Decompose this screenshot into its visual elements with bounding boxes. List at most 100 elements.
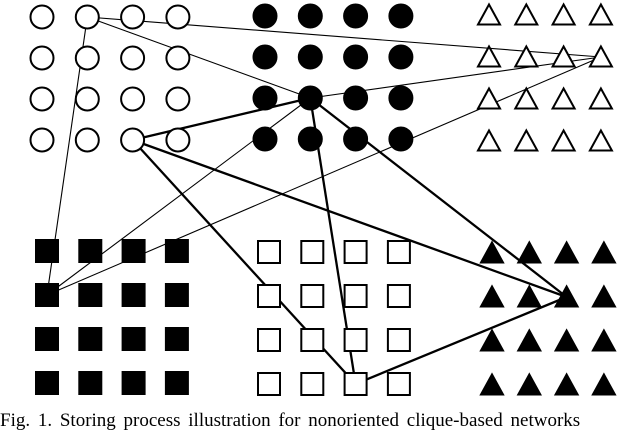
neuron-node: [476, 86, 502, 110]
neuron-node: [29, 4, 55, 30]
neuron-node: [516, 284, 542, 308]
cluster-filled-squares: [35, 239, 189, 395]
neuron-node: [343, 328, 368, 352]
neuron-node: [513, 2, 539, 26]
neuron-node: [591, 328, 617, 352]
neuron-node: [35, 283, 59, 307]
neuron-node: [165, 127, 191, 153]
neuron-node: [300, 284, 325, 308]
neuron-node: [74, 45, 100, 71]
neuron-node: [591, 284, 617, 308]
cluster-open-squares: [257, 240, 411, 396]
neuron-node: [252, 126, 278, 152]
neuron-node: [164, 371, 189, 395]
neuron-node: [252, 44, 278, 70]
neuron-node: [297, 3, 323, 29]
neuron-node: [252, 85, 278, 111]
neuron-node: [343, 85, 369, 111]
neuron-node: [343, 372, 368, 396]
neuron-node: [120, 127, 146, 153]
neuron-node: [29, 127, 55, 153]
neuron-node: [388, 85, 414, 111]
cluster-filled-circles: [252, 3, 414, 152]
neuron-node: [591, 240, 617, 264]
neuron-node: [78, 371, 103, 395]
neuron-node: [164, 327, 189, 351]
neuron-node: [120, 45, 146, 71]
neuron-node: [479, 240, 505, 264]
neuron-node: [257, 328, 281, 352]
neuron-node: [165, 4, 191, 30]
neuron-node: [553, 240, 580, 264]
neuron-node: [121, 327, 146, 351]
neuron-node: [74, 127, 100, 153]
neuron-node: [165, 86, 191, 112]
neuron-node: [35, 327, 59, 351]
neuron-node: [588, 128, 614, 152]
neuron-node: [476, 2, 502, 26]
neuron-node: [386, 284, 411, 308]
neuron-node: [513, 44, 539, 68]
neuron-node: [388, 3, 414, 29]
neuron-node: [343, 3, 369, 29]
neuron-node: [74, 86, 100, 112]
neuron-node: [476, 128, 502, 152]
neuron-node: [121, 283, 146, 307]
neuron-node: [479, 284, 505, 308]
neuron-node: [591, 372, 617, 396]
neuron-node: [386, 240, 411, 264]
neuron-node: [588, 86, 614, 110]
neuron-node: [386, 328, 411, 352]
neuron-node: [516, 372, 542, 396]
neuron-node: [386, 372, 411, 396]
neuron-node: [78, 283, 103, 307]
neuron-node: [35, 239, 59, 263]
neuron-node: [257, 372, 281, 396]
neuron-node: [343, 44, 369, 70]
neuron-node: [297, 44, 323, 70]
clique-edge: [309, 97, 568, 298]
neuron-node: [553, 328, 580, 352]
neuron-node: [164, 239, 189, 263]
neuron-node: [588, 44, 614, 68]
cluster-open-circles: [29, 4, 191, 153]
figure-caption: Fig. 1. Storing process illustration for…: [0, 410, 581, 431]
neuron-node: [479, 372, 505, 396]
neuron-node: [513, 128, 539, 152]
neuron-node: [588, 2, 614, 26]
neuron-node: [29, 45, 55, 71]
neuron-node: [74, 4, 100, 30]
neuron-node: [257, 284, 281, 308]
neuron-node: [300, 328, 325, 352]
neuron-node: [550, 44, 577, 68]
neuron-node: [388, 126, 414, 152]
neuron-node: [120, 4, 146, 30]
neuron-node: [476, 44, 502, 68]
neuron-node: [35, 371, 59, 395]
clique-edge: [355, 295, 568, 386]
neuron-node: [550, 128, 577, 152]
neuron-node: [388, 44, 414, 70]
neuron-node: [78, 239, 103, 263]
neuron-node: [513, 86, 539, 110]
cluster-open-triangles: [476, 2, 614, 152]
neuron-node: [257, 240, 281, 264]
neuron-node: [553, 284, 580, 308]
neuron-node: [300, 240, 325, 264]
neuron-clusters: [29, 2, 617, 396]
clique-edge: [87, 16, 311, 99]
neuron-node: [78, 327, 103, 351]
neuron-node: [479, 328, 505, 352]
cluster-filled-triangles: [479, 240, 617, 396]
neuron-node: [165, 45, 191, 71]
neuron-node: [297, 126, 323, 152]
neuron-node: [516, 240, 542, 264]
clique-edge: [132, 138, 567, 299]
neuron-node: [121, 371, 146, 395]
neuron-node: [252, 3, 278, 29]
neuron-node: [343, 126, 369, 152]
clique-edge: [132, 96, 311, 142]
neuron-node: [300, 372, 325, 396]
neuron-node: [297, 85, 323, 111]
